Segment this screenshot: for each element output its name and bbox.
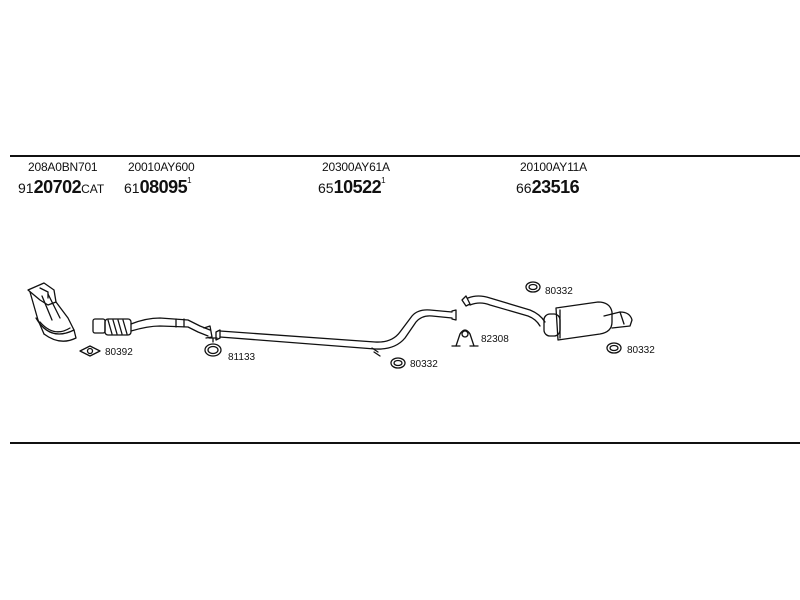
part-note: 1: [187, 176, 192, 185]
part-prefix: 61: [124, 180, 140, 196]
ring-right-drawing: [606, 342, 622, 354]
bottom-divider: [10, 442, 800, 444]
part-main: 08095: [139, 177, 188, 197]
part-main: 23516: [531, 177, 580, 197]
oe-number: 208A0BN701: [28, 160, 98, 174]
part-prefix: 65: [318, 180, 334, 196]
part-prefix: 91: [18, 180, 34, 196]
part-number: 6623516: [516, 177, 580, 198]
callout-clamp: 81133: [228, 352, 256, 363]
ring-top-drawing: [525, 281, 541, 293]
oe-number: 20300AY61A: [322, 160, 390, 174]
callout-ring-mid: 80332: [410, 359, 438, 370]
callout-gasket: 80392: [105, 347, 133, 358]
callout-hanger: 82308: [481, 334, 509, 345]
rear-silencer-drawing: [461, 295, 633, 341]
part-number: 61080951: [124, 176, 192, 198]
part-main: 20702: [33, 177, 82, 197]
part-note: 1: [381, 176, 386, 185]
callout-ring-right: 80332: [627, 345, 655, 356]
part-number: 9120702CAT: [18, 177, 104, 198]
top-divider: [10, 155, 800, 157]
gasket-drawing: [79, 345, 101, 357]
callout-ring-top: 80332: [545, 286, 573, 297]
part-number: 65105221: [318, 176, 386, 198]
middle-pipe-drawing: [215, 309, 457, 357]
part-prefix: 66: [516, 180, 532, 196]
oe-number: 20100AY11A: [520, 160, 587, 174]
hanger-drawing: [451, 329, 479, 347]
manifold-catalyst-drawing: [27, 282, 77, 342]
oe-number: 20010AY600: [128, 160, 195, 174]
ring-mid-drawing: [390, 357, 406, 369]
clamp-drawing: [204, 337, 222, 357]
front-pipe-drawing: [92, 317, 213, 339]
part-main: 10522: [333, 177, 382, 197]
part-suffix: CAT: [81, 182, 105, 196]
